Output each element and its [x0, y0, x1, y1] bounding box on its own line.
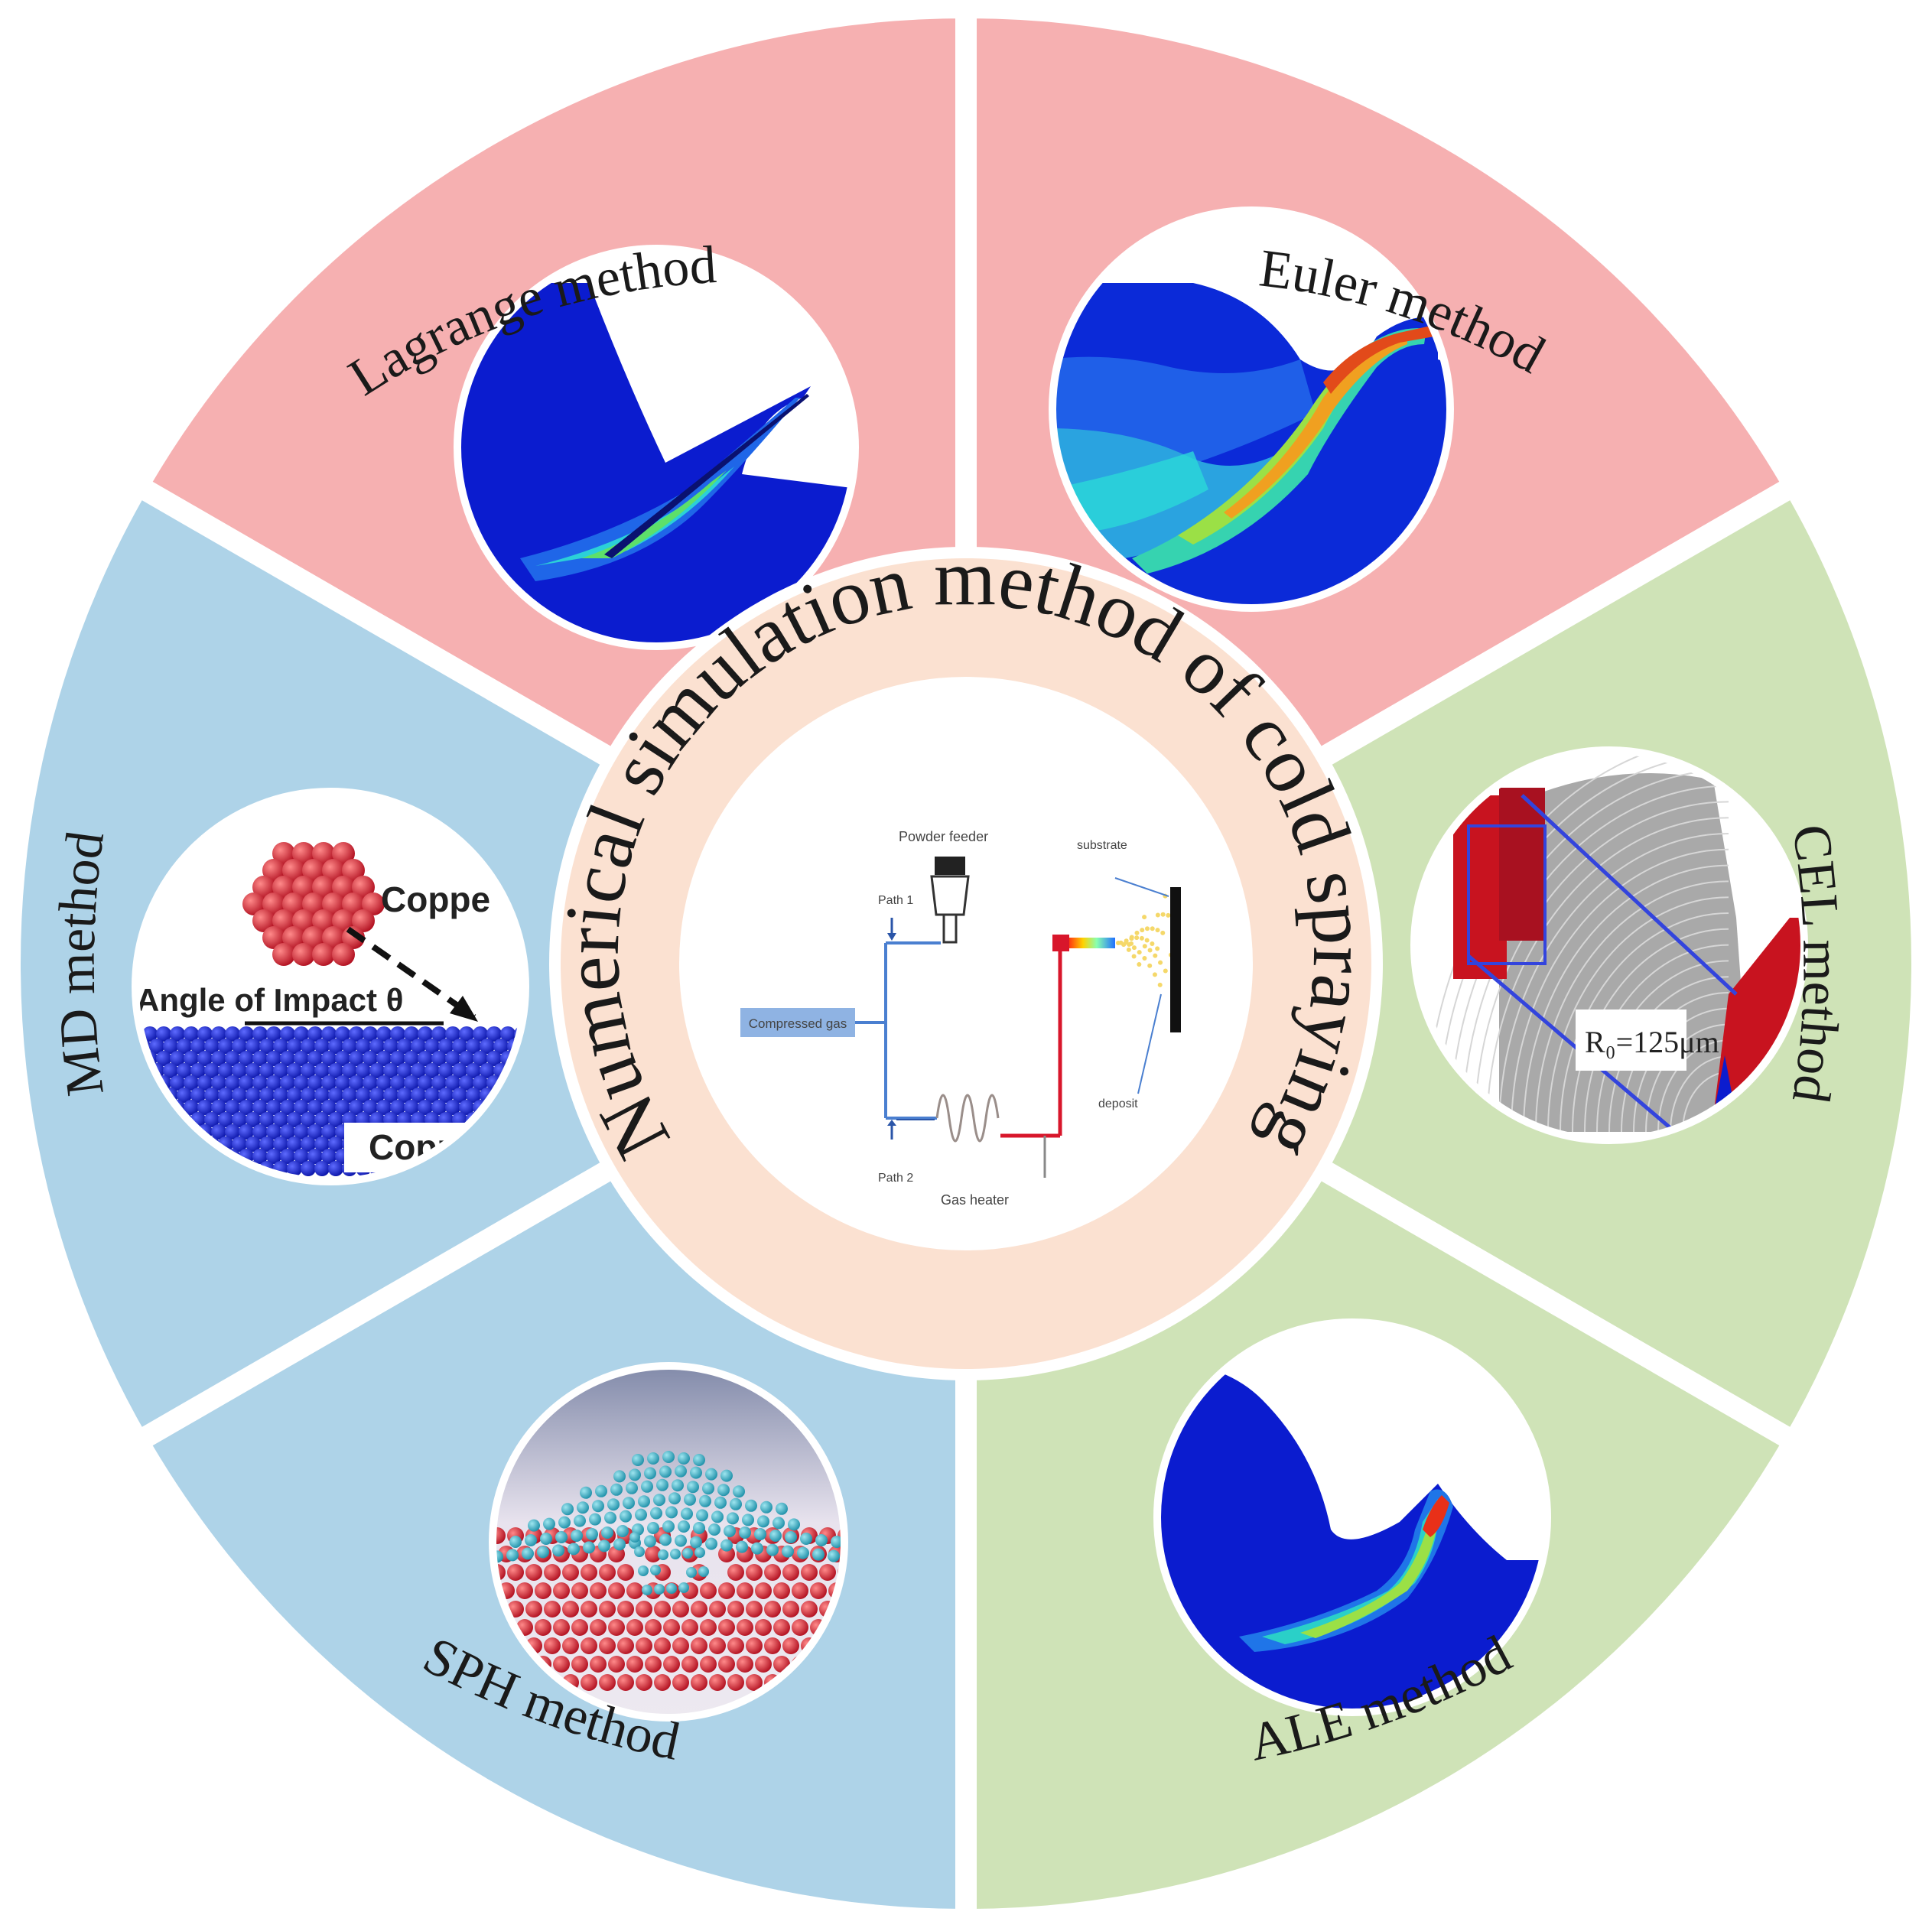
cold-spray-schematic: Compressed gas Powder feeder Path 1 Path… — [740, 829, 1181, 1208]
sph-particles-icon — [489, 1362, 848, 1722]
label-md: MD method — [47, 827, 116, 1099]
lagrange-contour-icon — [454, 245, 859, 650]
schematic-gas-heater-label: Gas heater — [941, 1192, 1009, 1208]
label-cel: CEL method — [1781, 821, 1850, 1106]
schematic-path2-label: Path 2 — [878, 1172, 913, 1185]
schematic-path1-label: Path 1 — [878, 894, 913, 907]
md-angle-label: Angle of Impact θ — [136, 982, 403, 1018]
euler-contour-icon — [1049, 206, 1454, 612]
md-particle-label: Coppe — [381, 879, 490, 919]
schematic-powder-feeder-label: Powder feeder — [899, 829, 988, 844]
segment-images: R₀=125μm — [132, 206, 1808, 1722]
cel-mesh-icon: R₀=125μm — [1410, 746, 1808, 1144]
schematic-compressed-gas-label: Compressed gas — [749, 1016, 847, 1031]
ale-contour-icon — [1153, 1318, 1551, 1716]
schematic-deposit-label: deposit — [1098, 1097, 1138, 1110]
cel-radius-label: R₀=125μm — [1585, 1025, 1719, 1059]
schematic-substrate-label: substrate — [1077, 839, 1127, 852]
